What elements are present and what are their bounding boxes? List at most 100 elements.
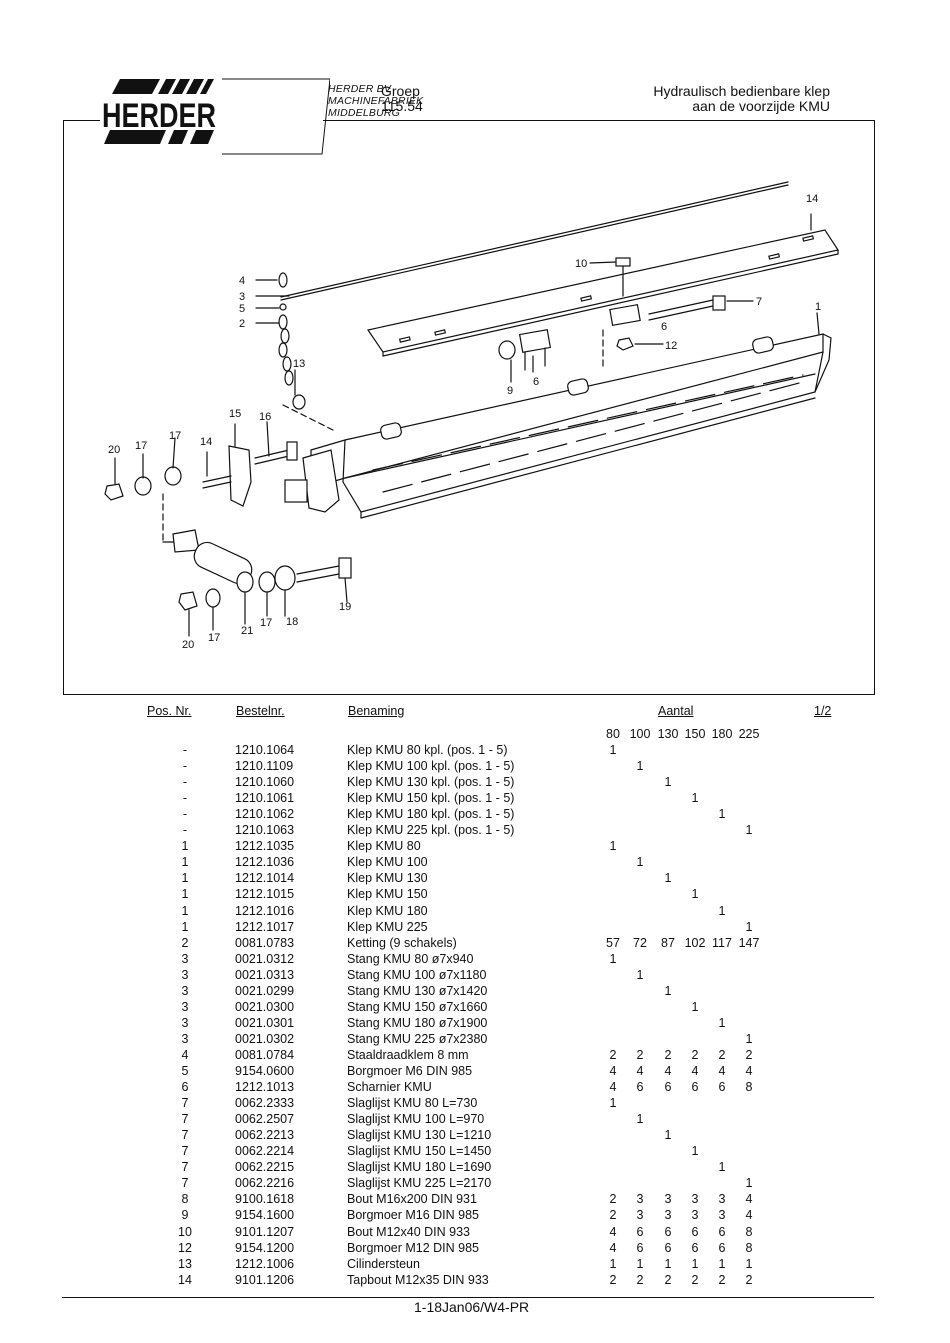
col-header-order-nr: Bestelnr.: [236, 704, 285, 718]
cell-qty-180: 117: [712, 935, 732, 950]
cell-name: Klep KMU 130: [347, 871, 428, 886]
cell-order-nr: 1210.1064: [235, 743, 295, 757]
cell-qty-225: 1: [745, 919, 753, 934]
page-indicator: 1/2: [814, 704, 832, 718]
callout-3: 3: [239, 291, 245, 303]
cell-qty-150: 2: [691, 1272, 699, 1287]
cell-qty-180: 1: [718, 1256, 726, 1271]
cell-order-nr: 1212.1006: [235, 1256, 295, 1271]
cell-qty-180: 6: [718, 1240, 726, 1255]
cell-name: Stang KMU 100 ø7x1180: [347, 967, 487, 982]
cell-pos: 7: [181, 1128, 189, 1143]
cell-name: Stang KMU 180 ø7x1900: [347, 1015, 488, 1030]
cell-order-nr: 0021.0313: [235, 967, 295, 982]
svg-text:HERDER: HERDER: [102, 97, 216, 135]
cell-name: Bout M16x200 DIN 931: [347, 1192, 477, 1207]
cell-qty-225: 1: [745, 1031, 753, 1046]
callout-10: 10: [575, 258, 587, 270]
cell-order-nr: 0081.0783: [235, 935, 295, 950]
cell-pos: 12: [178, 1240, 192, 1255]
cell-name: Klep KMU 180: [347, 903, 428, 918]
cell-qty-130: 2: [664, 1047, 672, 1062]
cell-order-nr: 0062.2333: [235, 1096, 295, 1111]
cell-qty-150: 1: [691, 999, 699, 1014]
cell-name: Klep KMU 100 kpl. (pos. 1 - 5): [347, 759, 515, 774]
cell-name: Borgmoer M6 DIN 985: [347, 1064, 473, 1078]
cell-pos: 7: [181, 1144, 189, 1159]
group-number: 115.54: [381, 98, 423, 114]
cell-qty-130: 6: [664, 1224, 672, 1239]
callout-15: 13: [293, 358, 305, 370]
cell-qty-100: 2: [636, 1047, 644, 1062]
cell-order-nr: 0021.0299: [235, 983, 295, 998]
cell-order-nr: 0021.0300: [235, 999, 295, 1014]
cell-qty-180: 2: [718, 1047, 726, 1062]
cell-pos: 6: [181, 1080, 189, 1095]
cell-qty-80: 1: [609, 1096, 617, 1111]
cell-qty-130: 6: [664, 1080, 672, 1095]
cell-name: Slaglijst KMU 150 L=1450: [347, 1144, 492, 1159]
size-header-130: 130: [657, 727, 679, 741]
company-line-2: MACHINEFABRIEK: [328, 95, 424, 107]
cell-qty-130: 87: [661, 935, 675, 950]
cell-order-nr: 1212.1014: [235, 871, 295, 886]
cell-qty-80: 57: [606, 935, 620, 950]
callout-6-left: 6: [533, 376, 539, 388]
group-label: Groep: [381, 83, 420, 99]
cell-name: Borgmoer M12 DIN 985: [347, 1240, 480, 1255]
cell-name: Slaglijst KMU 180 L=1690: [347, 1160, 492, 1175]
cell-name: Staaldraadklem 8 mm: [347, 1047, 469, 1062]
callout-17-bottom-right: 17: [260, 617, 272, 629]
cell-pos: 3: [181, 999, 189, 1014]
cell-order-nr: 1210.1109: [235, 759, 294, 774]
callout-5: 5: [239, 303, 245, 315]
company-line-3: MIDDELBURG: [328, 107, 401, 119]
cell-pos: 1: [181, 903, 189, 918]
footer-divider: [62, 1297, 874, 1298]
callout-17-top-left: 17: [135, 440, 147, 452]
herder-logo-graphic: HERDER: [102, 78, 331, 155]
cell-order-nr: 1212.1035: [235, 839, 295, 854]
cell-qty-150: 1: [691, 791, 699, 806]
callout-9: 9: [507, 385, 513, 397]
cell-order-nr: 0081.0784: [235, 1047, 295, 1062]
cell-pos: 7: [181, 1096, 189, 1111]
cell-order-nr: 9101.1206: [235, 1272, 295, 1287]
cell-qty-80: 2: [609, 1192, 617, 1207]
cell-pos: -: [182, 759, 188, 774]
callout-18: 18: [286, 616, 298, 628]
cell-pos: 2: [181, 935, 189, 950]
cell-order-nr: 1210.1060: [235, 775, 295, 790]
cell-qty-150: 6: [691, 1240, 699, 1255]
cell-qty-130: 4: [664, 1064, 672, 1078]
cell-qty-80: 1: [609, 839, 617, 854]
cell-qty-180: 3: [718, 1192, 726, 1207]
cell-qty-150: 1: [691, 887, 699, 902]
cell-pos: 3: [181, 1031, 189, 1046]
cell-name: Slaglijst KMU 100 L=970: [347, 1112, 485, 1127]
cell-qty-180: 1: [718, 1015, 726, 1030]
cell-name: Stang KMU 130 ø7x1420: [347, 983, 488, 998]
company-line-1: HERDER BV: [328, 83, 392, 95]
cell-qty-100: 1: [636, 855, 644, 870]
cell-name: Klep KMU 130 kpl. (pos. 1 - 5): [347, 775, 515, 790]
cell-order-nr: 0062.2216: [235, 1176, 295, 1191]
col-header-pos: Pos. Nr.: [147, 704, 192, 718]
cell-name: Stang KMU 225 ø7x2380: [347, 1031, 488, 1046]
cell-qty-100: 6: [636, 1080, 644, 1095]
cell-pos: 1: [181, 919, 189, 934]
herder-logo: HERDER HERDER BV MACHINEFABRIEK MIDDELBU…: [100, 76, 423, 158]
cell-order-nr: 0021.0302: [235, 1031, 295, 1046]
